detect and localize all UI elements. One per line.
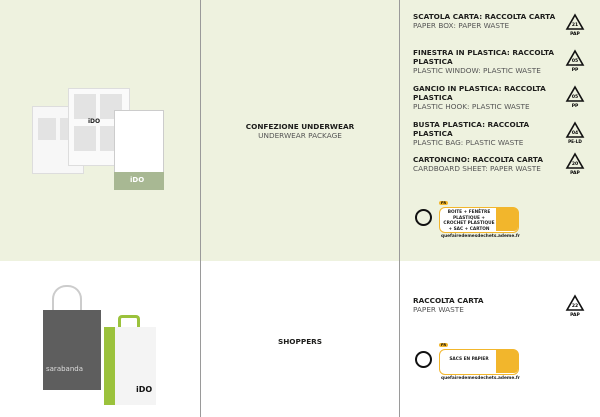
- component-it: RACCOLTA CARTA: [413, 296, 484, 305]
- component-it: SCATOLA CARTA: RACCOLTA CARTA: [413, 12, 556, 21]
- ido-logo: iDO: [130, 176, 145, 184]
- shoppers-image: sarabanda iDO: [40, 285, 180, 405]
- component-it: CARTONCINO: RACCOLTA CARTA: [413, 155, 543, 164]
- svg-text:PP: PP: [572, 67, 579, 73]
- product-name-en: UNDERWEAR PACKAGE: [258, 131, 342, 140]
- ido-logo: iDO: [136, 385, 153, 394]
- triman-text: BOITE + FENÊTRE PLASTIQUE + CROCHET PLAS…: [443, 210, 495, 232]
- underwear-package-image: iDO iDO: [30, 78, 170, 190]
- component-en: PAPER BOX: PAPER WASTE: [413, 21, 510, 30]
- ido-logo: iDO: [88, 118, 101, 125]
- triman-text: SACS EN PAPIER: [449, 357, 489, 362]
- component-en: PLASTIC BAG: PLASTIC WASTE: [413, 138, 524, 147]
- component-en: CARDBOARD SHEET: PAPER WASTE: [413, 164, 541, 173]
- svg-text:PAP: PAP: [570, 31, 580, 37]
- svg-text:PP: PP: [572, 103, 579, 109]
- product-label: CONFEZIONE UNDERWEAR UNDERWEAR PACKAGE: [201, 122, 399, 140]
- component-it: FINESTRA IN PLASTICA: RACCOLTA PLASTICA: [413, 48, 555, 66]
- svg-text:PAP: PAP: [570, 170, 580, 176]
- svg-text:22: 22: [572, 303, 578, 309]
- triman-label: FR SACS EN PAPIER quefairedemesdechets.a…: [413, 343, 523, 381]
- triman-url: quefairedemesdechets.ademe.fr: [441, 376, 520, 381]
- component-it: BUSTA PLASTICA: RACCOLTA PLASTICA: [413, 120, 530, 138]
- svg-text:20: 20: [572, 161, 578, 167]
- triman-icon: [415, 351, 432, 368]
- country-badge: FR: [439, 201, 449, 205]
- recycling-bin-icon: [496, 350, 518, 373]
- component-it: GANCIO IN PLASTICA: RACCOLTA PLASTICA: [413, 84, 546, 102]
- sarabanda-logo: sarabanda: [46, 365, 84, 373]
- component-en: PAPER WASTE: [413, 305, 464, 314]
- product-name-it: SHOPPERS: [277, 337, 323, 346]
- svg-text:05: 05: [572, 58, 578, 64]
- svg-text:04: 04: [572, 130, 578, 136]
- product-label: SHOPPERS: [201, 337, 399, 346]
- svg-text:21: 21: [572, 22, 578, 28]
- product-name-it: CONFEZIONE UNDERWEAR: [245, 122, 355, 131]
- country-badge: FR: [439, 343, 449, 347]
- svg-text:05: 05: [572, 94, 578, 100]
- svg-text:PAP: PAP: [570, 312, 580, 318]
- column-divider: [399, 0, 400, 417]
- component-en: PLASTIC HOOK: PLASTIC WASTE: [413, 102, 530, 111]
- recycling-bin-icon: [496, 208, 518, 231]
- triman-url: quefairedemesdechets.ademe.fr: [441, 234, 520, 239]
- column-divider: [200, 0, 201, 417]
- triman-icon: [415, 209, 432, 226]
- component-en: PLASTIC WINDOW: PLASTIC WASTE: [413, 66, 541, 75]
- svg-text:PE-LD: PE-LD: [568, 139, 582, 144]
- triman-label: FR BOITE + FENÊTRE PLASTIQUE + CROCHET P…: [413, 201, 523, 239]
